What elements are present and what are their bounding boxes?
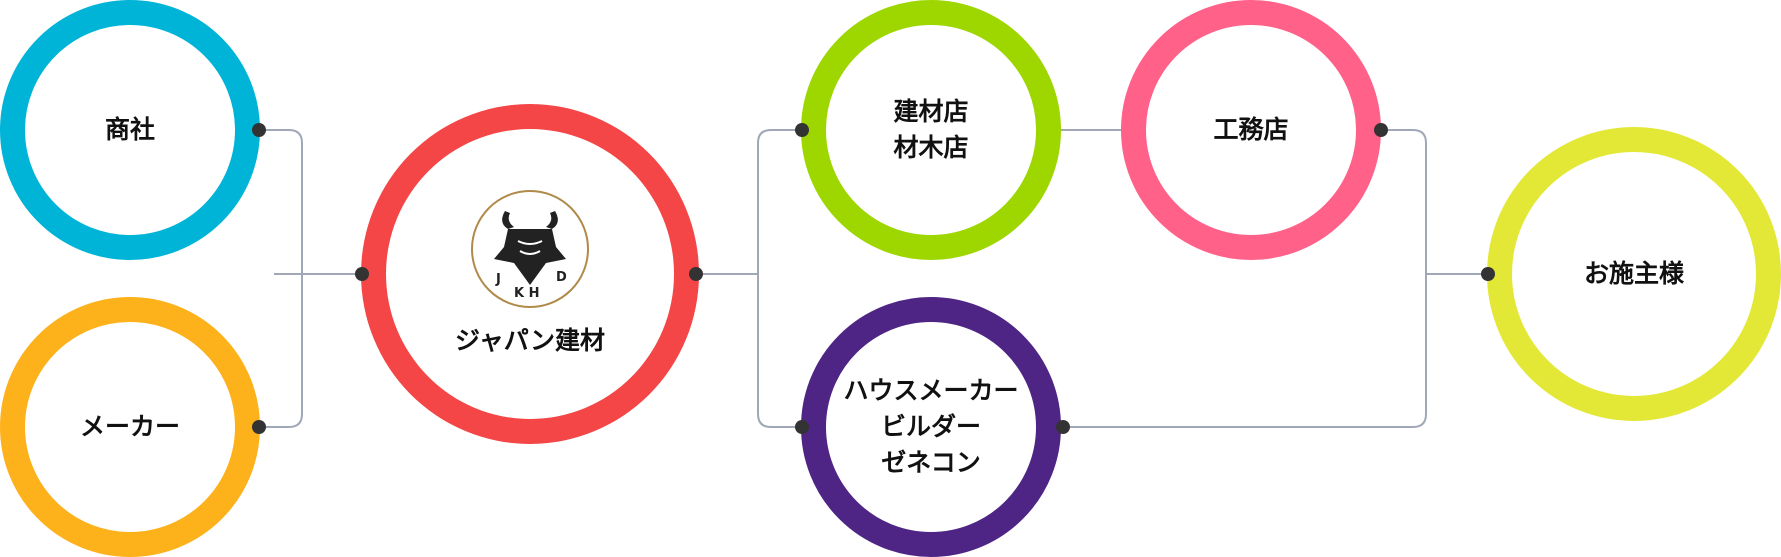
connector-dot <box>795 420 809 434</box>
connector-dot <box>1481 267 1495 281</box>
node-building-materials: 建材店 材木店 <box>801 0 1061 260</box>
connector-dot <box>252 123 266 137</box>
node-label-line: ハウスメーカー <box>843 375 1019 405</box>
svg-text:K H: K H <box>514 286 539 301</box>
connector-dot <box>1374 123 1388 137</box>
svg-text:J: J <box>495 272 501 287</box>
node-contractor: 工務店 <box>1121 0 1381 260</box>
node-label-line: ゼネコン <box>881 448 981 478</box>
connector-dot <box>689 267 703 281</box>
connector-suppliers <box>259 129 362 428</box>
connector-dot <box>355 267 369 281</box>
connector-dot <box>1056 420 1070 434</box>
node-manufacturer: メーカー <box>0 297 260 557</box>
node-label: お施主様 <box>1583 258 1684 288</box>
jkhd-bull-logo: J D K H <box>471 189 589 308</box>
connector-distribution <box>696 129 802 428</box>
node-house-makers: ハウスメーカー ビルダー ゼネコン <box>801 297 1061 557</box>
node-label: 工務店 <box>1213 114 1289 144</box>
node-trading-company: 商社 <box>0 0 260 260</box>
node-client: お施主様 <box>1487 127 1781 421</box>
node-japan-kenzai: J D K H ジャパン建材 <box>361 104 699 444</box>
node-label-line: 建材店 <box>893 96 969 126</box>
svg-text:D: D <box>556 270 567 285</box>
connector-dot <box>252 420 266 434</box>
node-label-line: ビルダー <box>880 411 981 441</box>
connector-client <box>1063 129 1488 428</box>
node-label-line: 材木店 <box>893 133 969 162</box>
node-label: メーカー <box>79 411 180 441</box>
node-label: 商社 <box>104 114 155 144</box>
connector-dot <box>795 123 809 137</box>
node-label: ジャパン建材 <box>454 325 605 355</box>
